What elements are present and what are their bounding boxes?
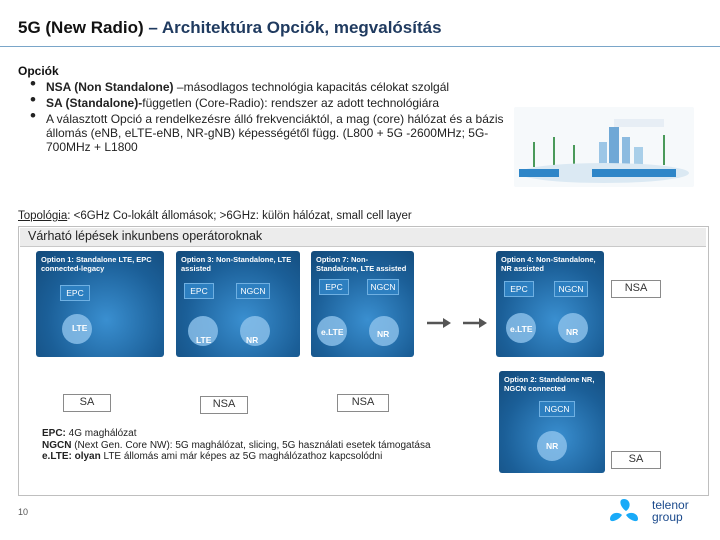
abbreviation-legend: EPC: 4G maghálózat NGCN (Next Gen. Core … [42,428,432,463]
node-label: LTE [196,335,211,345]
option-panel-3: Option 3: Non-Standalone, LTE assisted E… [176,251,300,357]
steps-banner-title: Várható lépések inkunbens operátoroknak [28,229,262,243]
option-panel-1: Option 1: Standalone LTE, EPC connected-… [36,251,164,357]
option-panel-2: Option 2: Standalone NR, NGCN connected … [499,371,605,473]
bullet-text: –másodlagos technológia kapacitás céloka… [174,80,450,94]
option-panel-header: Option 4: Non-Standalone, NR assisted [501,255,599,273]
option-panel-header: Option 2: Standalone NR, NGCN connected [504,375,600,393]
nsa-tag: NSA [337,394,389,412]
bullet-strong: NSA (Non Standalone) [46,80,174,94]
node-label: e.LTE [510,324,533,334]
option-panel-header: Option 1: Standalone LTE, EPC connected-… [41,255,159,273]
node-label: LTE [72,323,87,333]
nsa-tag: NSA [611,280,661,298]
option-panel-7: Option 7: Non-Standalone, LTE assisted E… [311,251,414,357]
option-panel-header: Option 3: Non-Standalone, LTE assisted [181,255,295,273]
topology-label: Topológia [18,210,67,222]
epc-chip: EPC [504,281,534,297]
epc-chip: EPC [60,285,90,301]
bullet-item-sa: SA (Standalone)-független (Core-Radio): … [28,96,518,110]
epc-chip: EPC [319,279,349,295]
legend-item-ngcn: NGCN (Next Gen. Core NW): 5G maghálózat,… [42,440,432,452]
ngcn-chip: NGCN [367,279,399,295]
bullet-item-option: A választott Opció a rendelkezésre álló … [28,112,518,154]
topology-text: : <6GHz Co-lokált állomások; >6GHz: külö… [67,210,412,222]
section-heading: Opciók [18,64,59,78]
city-antennas-icon [514,107,694,187]
topology-note: Topológia: <6GHz Co-lokált állomások; >6… [18,210,412,222]
telenor-propeller-icon [606,495,642,529]
bullet-text: A választott Opció a rendelkezésre álló … [46,112,504,154]
node-label: e.LTE [321,327,344,337]
option-panel-header: Option 7: Non-Standalone, LTE assisted [316,255,409,273]
title-sub: – Architektúra Opciók, megvalósítás [144,18,442,37]
node-label: NR [246,335,258,345]
ngcn-chip: NGCN [554,281,588,297]
title-main: 5G (New Radio) [18,18,144,37]
bullet-strong: SA (Standalone)- [46,96,142,110]
network-illustration [514,107,694,187]
ngcn-chip: NGCN [539,401,575,417]
sa-tag: SA [611,451,661,469]
arrow-right-icon [425,312,490,332]
node-label: NR [566,327,578,337]
telenor-logo: telenor group [606,495,716,529]
bullet-list: NSA (Non Standalone) –másodlagos technol… [28,80,518,156]
node-label: NR [546,441,558,451]
node-label: NR [377,329,389,339]
legend-item-elte: e.LTE: olyan LTE állomás ami már képes a… [42,451,432,463]
legend-item-epc: EPC: 4G maghálózat [42,428,432,440]
logo-text-line2: group [652,511,683,523]
title-divider [0,46,720,47]
page-number: 10 [18,507,28,517]
page-title: 5G (New Radio) – Architektúra Opciók, me… [18,18,442,38]
ngcn-chip: NGCN [236,283,270,299]
epc-chip: EPC [184,283,214,299]
nsa-tag: NSA [200,396,248,414]
bullet-item-nsa: NSA (Non Standalone) –másodlagos technol… [28,80,518,94]
option-panel-4: Option 4: Non-Standalone, NR assisted EP… [496,251,604,357]
sa-tag: SA [63,394,111,412]
bullet-text: független (Core-Radio): rendszer az adot… [142,96,439,110]
